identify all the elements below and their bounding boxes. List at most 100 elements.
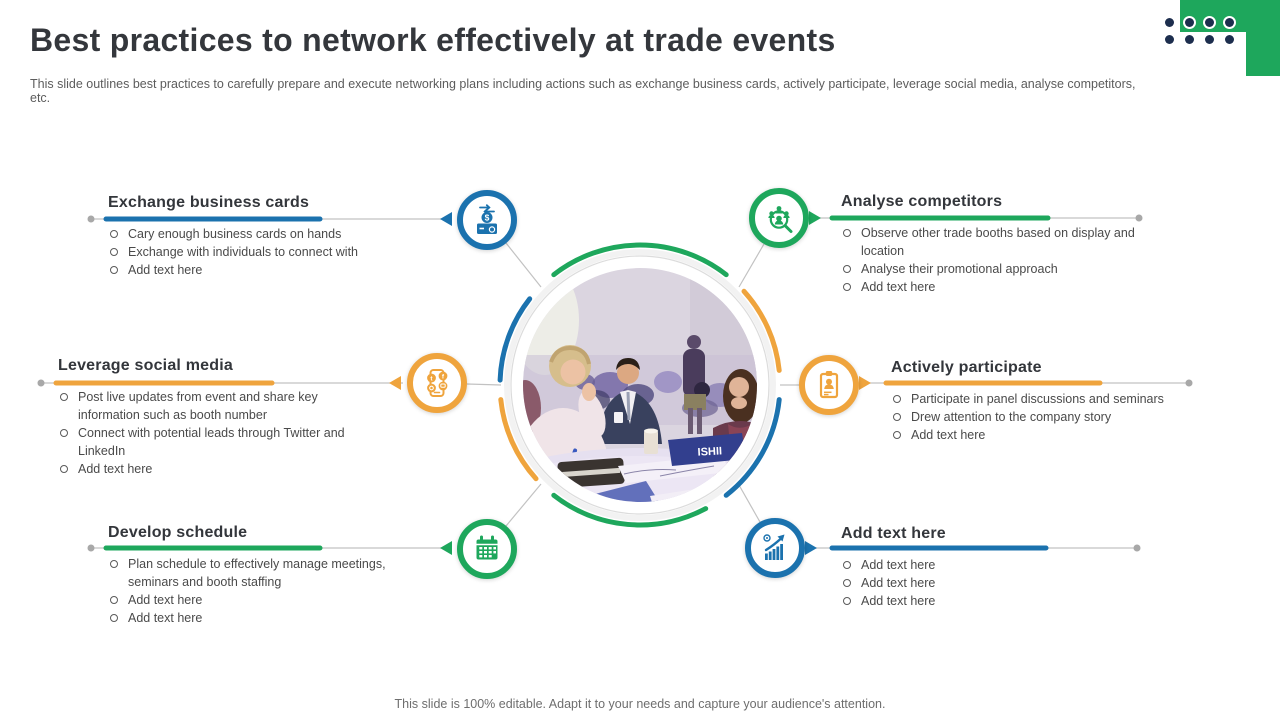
bullet-marker (110, 248, 118, 256)
svg-text:f: f (442, 374, 445, 381)
growth-chart-icon (763, 534, 785, 560)
bullet-marker (110, 230, 118, 238)
section-develop-schedule: Develop schedule Plan schedule to effect… (108, 524, 420, 627)
node-analyse-competitors (749, 188, 809, 248)
svg-text:t: t (430, 376, 433, 383)
cash-exchange-icon: $ (477, 204, 497, 234)
section-title: Actively participate (891, 359, 1042, 376)
crowd-blobs (575, 371, 757, 417)
section-add-text-here: Add text here Add text here Add text her… (841, 525, 1081, 610)
node-leverage-social-media: t f (407, 353, 467, 413)
clipboard-person-icon (819, 371, 839, 399)
bullet-marker (843, 561, 851, 569)
woman-right (713, 369, 757, 502)
bullet-text: Add text here (911, 428, 986, 442)
bullet-item: Drew attention to the company story (893, 408, 1191, 426)
section-bullets: Post live updates from event and share k… (60, 388, 366, 478)
bullet-text: Add text here (861, 558, 936, 572)
bullet-marker (843, 579, 851, 587)
corner-decoration-dots (1165, 18, 1245, 52)
bullet-marker (60, 393, 68, 401)
bullet-text: Connect with potential leads through Twi… (78, 426, 345, 458)
decoration-dot (1185, 18, 1194, 27)
node-develop-schedule (457, 519, 517, 579)
bullet-marker (110, 596, 118, 604)
section-title: Add text here (841, 525, 946, 542)
standing-person (683, 335, 710, 434)
section-title: Leverage social media (58, 357, 233, 374)
slide-subtitle: This slide outlines best practices to ca… (30, 77, 1136, 105)
competitor-search-icon (768, 206, 793, 233)
woman-left (523, 345, 609, 502)
bullet-marker (843, 597, 851, 605)
photo-ring-shadow (504, 249, 776, 521)
bullet-item: Add text here (110, 261, 438, 279)
man-center (598, 358, 662, 444)
section-title: Analyse competitors (841, 193, 1003, 210)
bullet-item: Observe other trade booths based on disp… (843, 224, 1163, 260)
bullet-text: Observe other trade booths based on disp… (861, 226, 1135, 258)
bullet-item: Connect with potential leads through Twi… (60, 424, 366, 460)
corner-decoration-tab (1246, 32, 1280, 76)
bullet-marker (843, 229, 851, 237)
bullet-text: Participate in panel discussions and sem… (911, 392, 1164, 406)
accent-arcs (497, 242, 782, 528)
bullet-text: Drew attention to the company story (911, 410, 1112, 424)
node-actively-participate (799, 355, 859, 415)
section-title: Exchange business cards (108, 194, 310, 211)
decoration-dot (1165, 35, 1174, 44)
bullet-text: Cary enough business cards on hands (128, 227, 342, 241)
bullet-marker (60, 465, 68, 473)
decoration-dot (1225, 35, 1234, 44)
footer-note: This slide is 100% editable. Adapt it to… (394, 697, 886, 711)
bullet-item: Add text here (110, 591, 420, 609)
bullet-item: Plan schedule to effectively manage meet… (110, 555, 420, 591)
page-title: Best practices to network effectively at… (30, 22, 836, 58)
bullet-item: Exchange with individuals to connect wit… (110, 243, 438, 261)
section-analyse-competitors: Analyse competitors Observe other trade … (841, 193, 1163, 296)
decoration-dot (1225, 18, 1234, 27)
bullet-item: Add text here (843, 574, 1081, 592)
bullet-text: Add text here (128, 263, 203, 277)
section-bullets: Participate in panel discussions and sem… (893, 390, 1191, 444)
bullet-text: Add text here (861, 576, 936, 590)
social-media-phone-icon: t f (427, 369, 448, 397)
bullet-item: Add text here (843, 592, 1081, 610)
bullet-item: Cary enough business cards on hands (110, 225, 438, 243)
decoration-dot (1185, 35, 1194, 44)
bullet-item: Add text here (110, 609, 420, 627)
bullet-text: Exchange with individuals to connect wit… (128, 245, 358, 259)
bullet-item: Add text here (843, 278, 1163, 296)
decoration-dot (1165, 18, 1174, 27)
bullet-text: Add text here (128, 593, 203, 607)
bullet-item: Add text here (893, 426, 1191, 444)
name-card-text: ISHII (697, 445, 722, 458)
bullet-marker (60, 429, 68, 437)
section-title: Develop schedule (108, 524, 248, 541)
section-bullets: Add text here Add text here Add text her… (843, 556, 1081, 610)
bullet-marker (110, 614, 118, 622)
bullet-marker (110, 266, 118, 274)
decoration-dot (1205, 35, 1214, 44)
bullet-marker (843, 265, 851, 273)
bullet-item: Add text here (843, 556, 1081, 574)
bullet-item: Analyse their promotional approach (843, 260, 1163, 278)
section-bullets: Cary enough business cards on hands Exch… (110, 225, 438, 279)
photo-ring (510, 255, 770, 515)
bullet-marker (110, 560, 118, 568)
section-bullets: Plan schedule to effectively manage meet… (110, 555, 420, 627)
bullet-marker (893, 413, 901, 421)
bullet-text: Add text here (861, 280, 936, 294)
node-exchange-business-cards: $ (457, 190, 517, 250)
bullet-marker (843, 283, 851, 291)
bullet-marker (893, 395, 901, 403)
section-bullets: Observe other trade booths based on disp… (843, 224, 1163, 296)
bullet-text: Post live updates from event and share k… (78, 390, 318, 422)
decoration-dot (1205, 18, 1214, 27)
bullet-marker (893, 431, 901, 439)
section-actively-participate: Actively participate Participate in pane… (891, 359, 1191, 444)
bullet-item: Participate in panel discussions and sem… (893, 390, 1191, 408)
bullet-text: Plan schedule to effectively manage meet… (128, 557, 386, 589)
bullet-text: Add text here (78, 462, 153, 476)
